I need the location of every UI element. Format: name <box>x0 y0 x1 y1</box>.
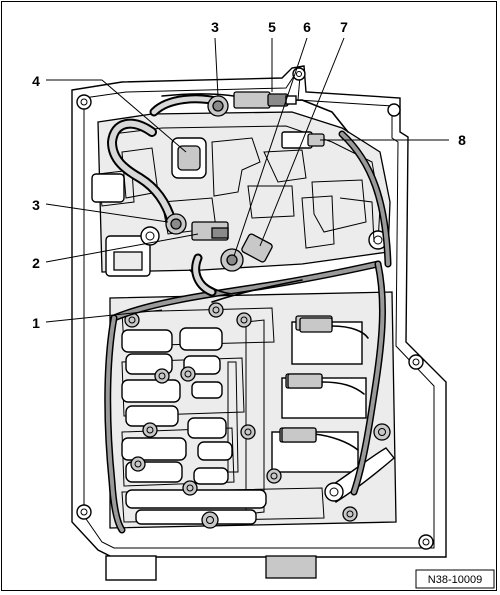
leader-6 <box>233 37 308 257</box>
leader-4-diagonal <box>101 79 187 153</box>
reference-code: N38-10009 <box>428 574 482 586</box>
callout-8: 8 <box>458 132 466 148</box>
callout-5: 5 <box>268 19 276 35</box>
callout-3-lower: 3 <box>32 197 40 213</box>
leader-7 <box>259 37 345 247</box>
callout-3-upper: 3 <box>211 19 219 35</box>
reference-code-box: N38-10009 <box>415 569 495 589</box>
leader-3-lower <box>45 203 169 223</box>
callout-1: 1 <box>32 315 40 331</box>
callout-6: 6 <box>303 19 311 35</box>
callout-4: 4 <box>32 73 40 89</box>
leader-1 <box>45 309 163 323</box>
sensor-connector-5 <box>233 91 271 109</box>
callout-7: 7 <box>340 19 348 35</box>
leader-lines <box>45 37 449 323</box>
callout-2: 2 <box>32 255 40 271</box>
leader-3-upper <box>214 37 219 97</box>
sensors <box>165 91 333 443</box>
sensor-connector-7 <box>241 233 273 263</box>
leader-2 <box>45 233 199 263</box>
lower-mount-right <box>265 555 317 579</box>
callout-labels: 3 5 6 7 4 8 3 2 1 <box>32 19 466 331</box>
lower-mount-left <box>105 555 157 581</box>
